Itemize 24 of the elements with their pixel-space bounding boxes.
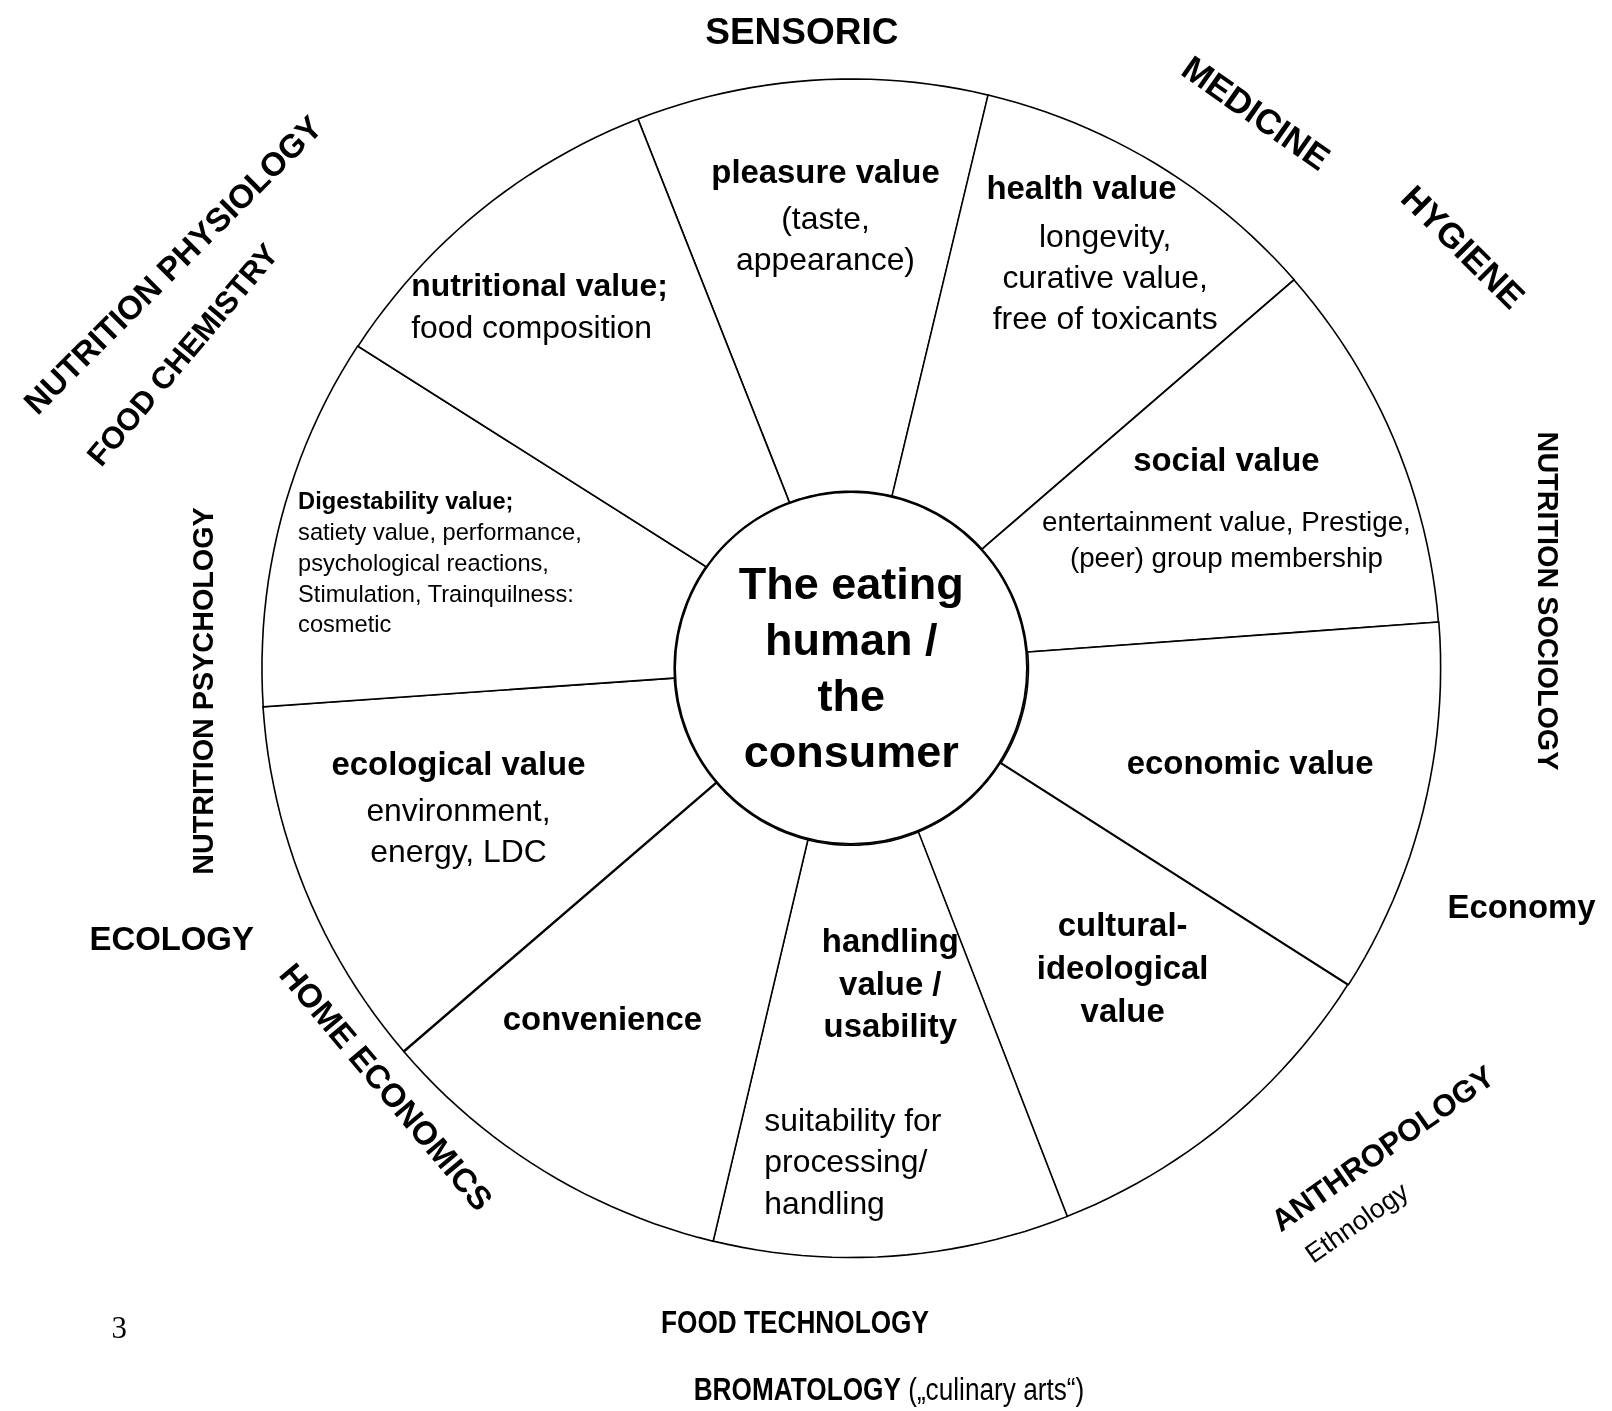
discipline-label: Economy — [1447, 887, 1596, 926]
page-number: 3 — [111, 1310, 127, 1346]
segment-heading: ecological value — [330, 743, 587, 784]
segment-heading: convenience — [501, 998, 703, 1039]
segment-heading: social value — [1132, 439, 1321, 480]
segment-text: longevity, curative value, free of toxicants — [991, 216, 1219, 339]
segment-text: environment, energy, LDC — [365, 790, 552, 871]
segment-text: suitability for processing/ handling — [764, 1100, 943, 1223]
segment-heading: economic value — [1125, 742, 1375, 783]
discipline-label: BROMATOLOGY („culinary arts“) — [693, 1371, 1085, 1408]
segment-heading: health value — [985, 167, 1178, 208]
segment-text: Digestability value; satiety value, performance, psychological reactions, Stimulation, Trainquilness: cosmetic — [298, 487, 583, 640]
segment-heading: handling value / usability — [820, 920, 960, 1047]
discipline-label: ECOLOGY — [89, 919, 254, 958]
segment-heading: cultural-ideological value — [1035, 905, 1210, 1031]
discipline-label: NUTRITION SOCIOLOGY — [1530, 432, 1564, 771]
segment-text: nutritional value; food composition — [411, 265, 669, 347]
discipline-label: NUTRITION PSYCHOLOGY — [186, 507, 219, 875]
hub-text: The eating human / the consumer — [737, 556, 965, 780]
segment-heading: pleasure value — [710, 151, 941, 192]
discipline-label: FOOD TECHNOLOGY — [660, 1305, 929, 1342]
discipline-label: SENSORIC — [705, 9, 899, 53]
segment-text: (taste, appearance) — [735, 198, 916, 279]
segment-text: entertainment value, Prestige, (peer) group membership — [1041, 504, 1412, 575]
